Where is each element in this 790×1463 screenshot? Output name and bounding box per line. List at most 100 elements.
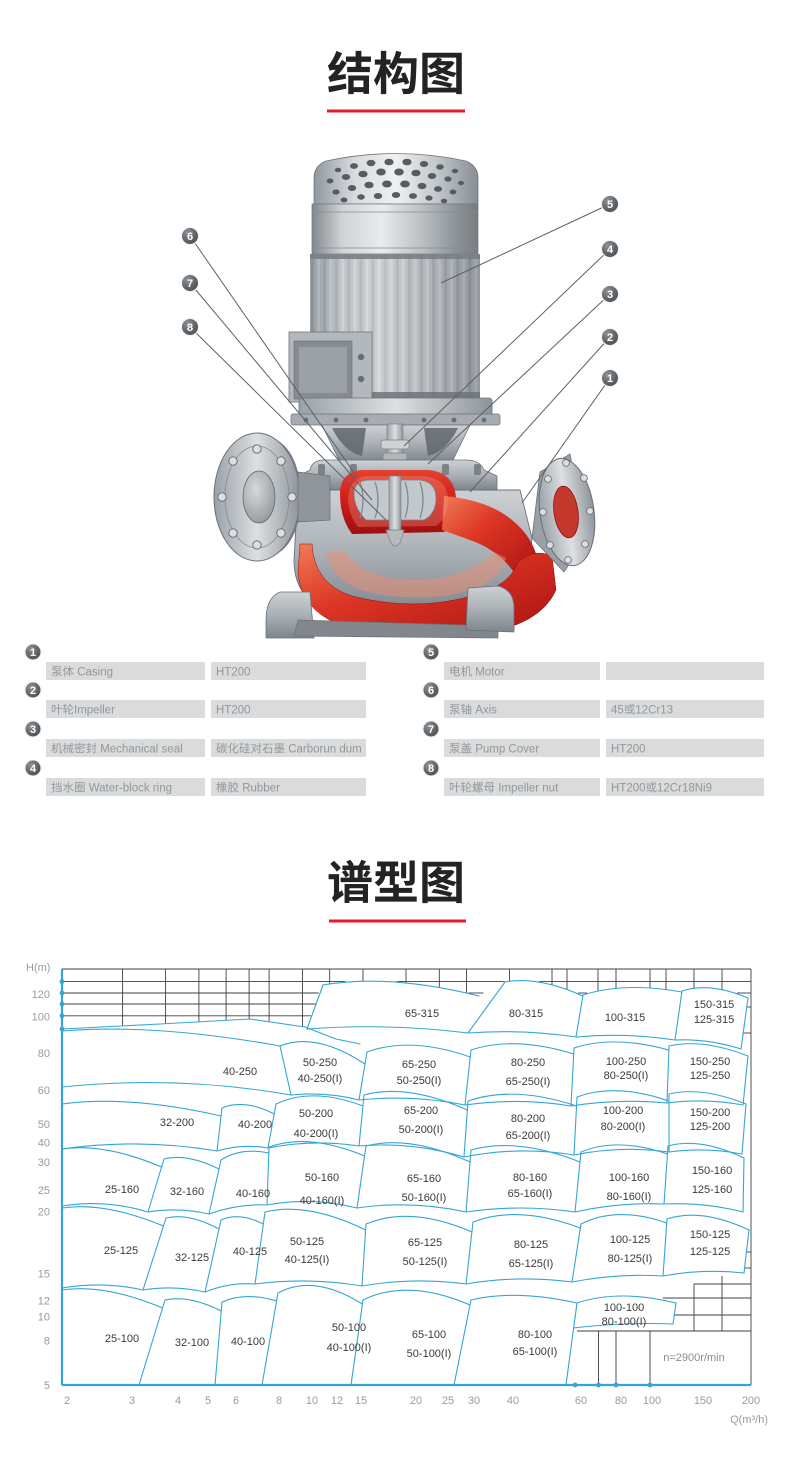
region-label: 25-100: [105, 1333, 139, 1345]
region-cell-150-315: [675, 987, 748, 1049]
axis-dot: [59, 1001, 65, 1007]
callout-circle: [180, 273, 200, 293]
region-label: 65-125: [408, 1237, 442, 1249]
region-label: 80-315: [509, 1008, 543, 1020]
vent-hole: [436, 164, 444, 170]
structure-title-text: [327, 50, 462, 95]
axis-dot: [647, 1382, 653, 1388]
region-label: 80-125(I): [608, 1253, 653, 1265]
parts-row-5: 5 Motor: [422, 643, 764, 680]
vent-hole: [409, 193, 417, 199]
callout-3: 3: [427, 284, 620, 465]
part-number: 1: [30, 647, 36, 659]
spectrum-title-underline: [329, 919, 466, 923]
region-label: 65-250(I): [506, 1076, 551, 1088]
x-tick-label: 20: [410, 1395, 422, 1407]
region-cell-50-100: [262, 1285, 363, 1385]
part-name-box: [46, 778, 205, 796]
region-cell-32-160: [148, 1157, 219, 1214]
x-tick-label: 80: [615, 1395, 627, 1407]
region-label: 80-100: [518, 1329, 552, 1341]
region-label: 40-200(I): [294, 1128, 339, 1140]
region-cell-80-100: [454, 1295, 577, 1385]
part-material-box: [606, 700, 764, 718]
region-label: 100-200: [603, 1105, 643, 1117]
svg-text:Water-block ring: Water-block ring: [86, 783, 173, 795]
bolt-hole: [252, 444, 262, 454]
part-number-badge: [24, 681, 42, 699]
spectrum-title-text: [328, 859, 462, 904]
envelope-curve: [61, 1018, 306, 1030]
y-tick-label: 30: [38, 1157, 50, 1169]
svg-text:Impeller nut: Impeller nut: [495, 783, 559, 795]
vent-hole: [357, 194, 365, 200]
region-cell-65-125: [362, 1216, 472, 1286]
x-tick-label: 15: [355, 1395, 367, 1407]
region-label: 32-125: [175, 1252, 209, 1264]
svg-text:12Cr13: 12Cr13: [635, 705, 673, 717]
callout-7: 7: [180, 273, 373, 501]
y-tick-label: 10: [38, 1312, 50, 1324]
y-tick-label: 40: [38, 1138, 50, 1150]
region-label: 125-250: [690, 1070, 730, 1082]
axis-dot: [59, 979, 65, 984]
parts-row-4: 4 Water-block ring Rubber: [24, 759, 366, 796]
region-label: 40-100: [231, 1336, 265, 1348]
region-label: 65-160: [407, 1173, 441, 1185]
region-cell-65-160: [357, 1142, 471, 1212]
region-label: 65-160(I): [508, 1188, 553, 1200]
vent-hole: [373, 192, 383, 200]
x-tick-label: 60: [575, 1395, 587, 1407]
vent-hole: [384, 158, 394, 166]
region-label: 50-200(I): [399, 1124, 444, 1136]
y-tick-label: 15: [38, 1269, 50, 1281]
bolt-hole: [276, 456, 286, 466]
vent-hole: [394, 168, 404, 176]
part-name-box: [444, 700, 600, 718]
part-number: 2: [30, 685, 36, 697]
region-cell-25-160: [62, 1147, 162, 1212]
y-tick-label: 100: [32, 1012, 50, 1024]
callout-leader-line: [189, 326, 387, 521]
region-label: 50-125(I): [403, 1256, 448, 1268]
vent-hole: [350, 163, 358, 169]
callout-number: 5: [607, 199, 613, 211]
region-cell-100-315: [576, 987, 682, 1040]
bolt-hole: [276, 528, 286, 538]
y-tick-label: 80: [38, 1048, 50, 1060]
vent-hole: [391, 191, 401, 199]
region-cell-100-200: [574, 1090, 669, 1155]
part-number-badge: [422, 681, 440, 699]
region-label: 80-200(I): [601, 1121, 646, 1133]
callout-5: 5: [440, 194, 620, 284]
svg-text:45: 45: [611, 705, 624, 717]
vent-hole: [417, 182, 427, 190]
region-cell-40-200: [217, 1104, 275, 1151]
callout-number: 6: [187, 231, 193, 243]
callout-number: 8: [187, 322, 193, 334]
vent-hole: [449, 189, 457, 195]
region-cell-100-250: [571, 1041, 669, 1106]
svg-text:HT200: HT200: [216, 705, 251, 717]
svg-text:Pump Cover: Pump Cover: [472, 744, 539, 756]
region-cell-65-315: [307, 981, 479, 1033]
region-cell-150-125: [663, 1215, 749, 1276]
region-label: 65-315: [405, 1008, 439, 1020]
part-material-box: [211, 662, 366, 680]
part-material-box: [606, 662, 764, 680]
region-label: 100-160: [609, 1172, 649, 1184]
svg-text:HT200: HT200: [611, 744, 646, 756]
axis-dot: [596, 1382, 601, 1388]
chart-axes: [59, 969, 751, 1388]
vent-hole: [451, 168, 459, 174]
region-cell-25-125: [62, 1206, 164, 1290]
region-label: 32-200: [160, 1117, 194, 1129]
region-cell-32-200: [62, 1101, 222, 1151]
y-tick-label: 120: [32, 989, 50, 1001]
part-name-box: [444, 662, 600, 680]
region-label: 65-250: [402, 1059, 436, 1071]
part-name: Motor: [450, 665, 505, 679]
x-tick-label: 40: [507, 1395, 519, 1407]
